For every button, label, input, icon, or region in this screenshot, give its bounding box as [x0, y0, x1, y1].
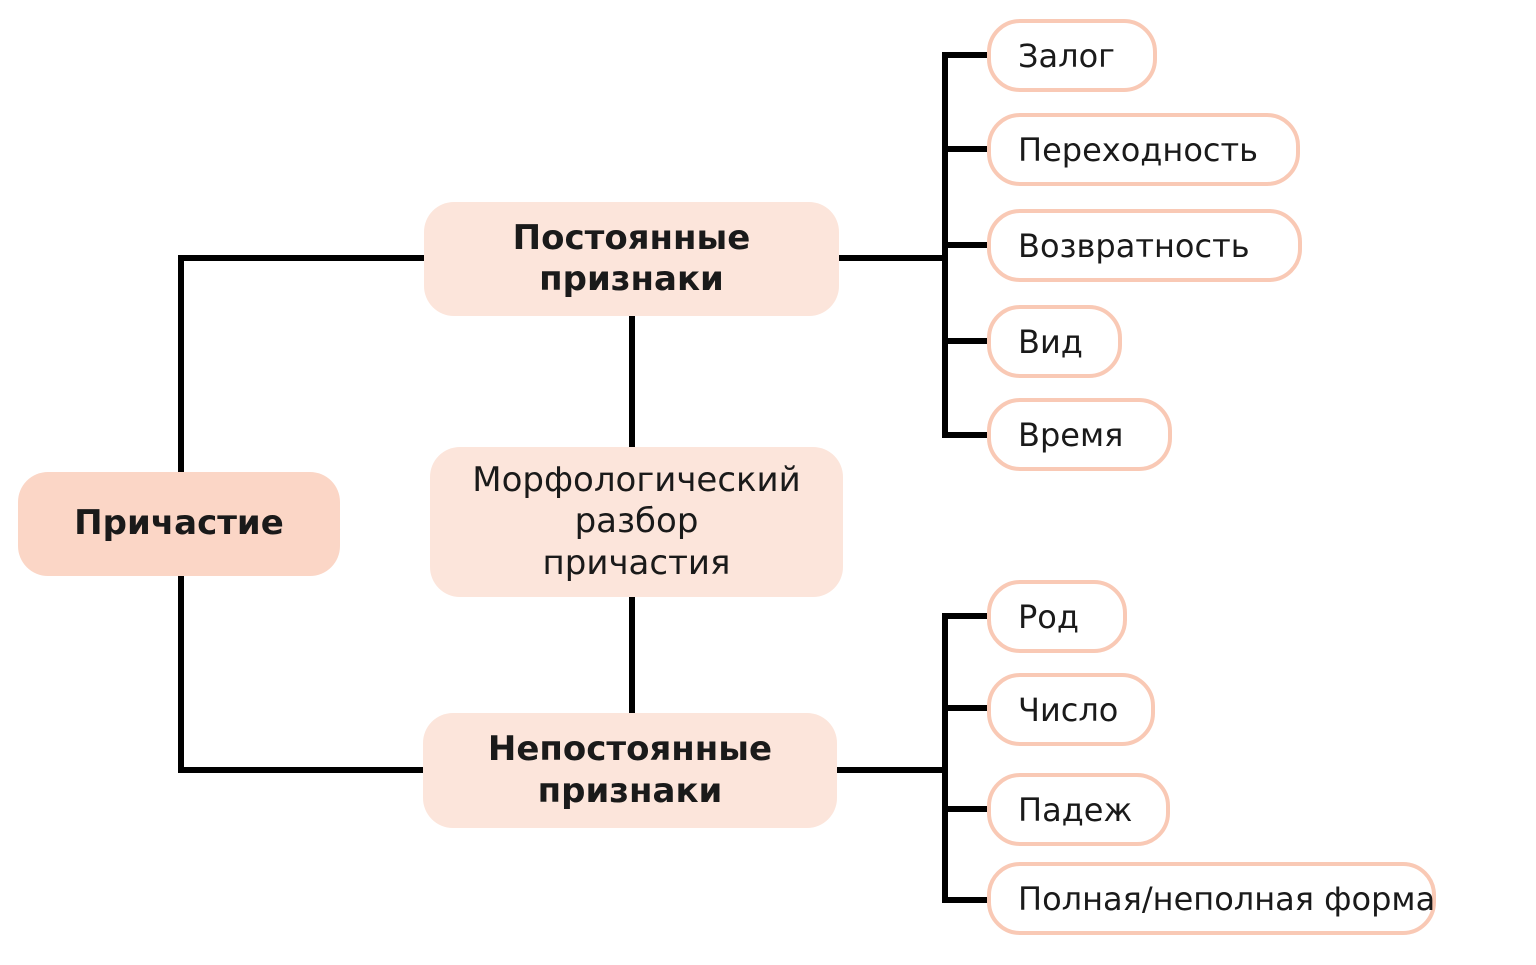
feature-case: Падеж: [987, 773, 1170, 846]
feature-number: Число: [987, 673, 1155, 746]
node-constant-features-label-line2: признаки: [539, 259, 724, 299]
feature-number-label: Число: [1018, 690, 1119, 729]
feature-reflexivity-label: Возвратность: [1018, 226, 1250, 265]
feature-full-short-form-label: Полная/неполная форма: [1018, 879, 1436, 918]
feature-aspect-label: Вид: [1018, 322, 1083, 361]
feature-transitivity: Переходность: [987, 113, 1300, 186]
feature-aspect: Вид: [987, 305, 1122, 378]
feature-full-short-form: Полная/неполная форма: [987, 862, 1436, 935]
node-morphological-analysis-label-line3: причастия: [542, 542, 731, 583]
node-morphological-analysis: Морфологический разбор причастия: [430, 447, 843, 597]
feature-case-label: Падеж: [1018, 790, 1133, 829]
node-morphological-analysis-label-line1: Морфологический: [472, 459, 801, 500]
feature-voice-label: Залог: [1018, 36, 1115, 75]
node-morphological-analysis-label-line2: разбор: [574, 501, 699, 542]
feature-voice: Залог: [987, 19, 1157, 92]
node-participle-label: Причастие: [74, 503, 284, 544]
feature-tense: Время: [987, 398, 1172, 471]
node-constant-features-label-line1: Постоянные: [512, 217, 751, 258]
node-nonconstant-features: Непостоянные признаки: [423, 713, 837, 828]
feature-reflexivity: Возвратность: [987, 209, 1302, 282]
feature-tense-label: Время: [1018, 415, 1124, 454]
node-nonconstant-features-label-line2: признаки: [537, 770, 723, 811]
feature-gender-label: Род: [1018, 597, 1079, 636]
node-nonconstant-features-label-line1: Непостоянные: [487, 729, 773, 770]
feature-transitivity-label: Переходность: [1018, 130, 1258, 169]
feature-gender: Род: [987, 580, 1127, 653]
node-constant-features: Постоянные признаки: [424, 202, 839, 316]
node-participle: Причастие: [18, 472, 340, 576]
